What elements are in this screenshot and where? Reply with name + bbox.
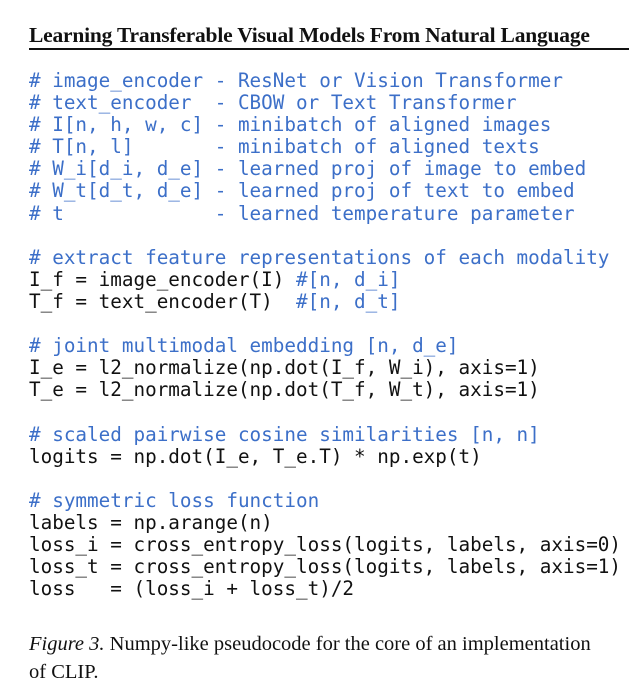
code-text: # W_i[d_i, d_e] - learned proj of image … bbox=[29, 157, 587, 181]
code-comment-line: # W_i[d_i, d_e] - learned proj of image … bbox=[29, 158, 621, 180]
code-text: loss_i = cross_entropy_loss(logits, labe… bbox=[29, 532, 622, 556]
code-line: loss_t = cross_entropy_loss(logits, labe… bbox=[29, 556, 621, 578]
code-text: # T[n, l] - minibatch of aligned texts bbox=[29, 135, 540, 159]
code-comment-line: # I[n, h, w, c] - minibatch of aligned i… bbox=[29, 114, 621, 136]
code-text: logits = np.dot(I_e, T_e.T) * np.exp(t) bbox=[29, 444, 482, 468]
code-inline-comment: #[n, d_i] bbox=[296, 267, 401, 291]
code-comment-line: # t - learned temperature parameter bbox=[29, 201, 621, 225]
code-inline-comment: #[n, d_t] bbox=[296, 289, 401, 313]
section-title: Learning Transferable Visual Models From… bbox=[29, 23, 590, 47]
code-text: # scaled pairwise cosine similarities [n… bbox=[29, 422, 540, 446]
code-line: labels = np.arange(n) bbox=[29, 510, 621, 534]
code-text: # t - learned temperature parameter bbox=[29, 201, 575, 225]
caption-text: Numpy-like pseudocode for the core of an… bbox=[29, 633, 591, 683]
code-blank-line bbox=[29, 401, 621, 423]
figure-label: Figure 3. bbox=[29, 633, 105, 655]
code-line: loss = (loss_i + loss_t)/2 bbox=[29, 578, 621, 600]
code-text: # W_t[d_t, d_e] - learned proj of text t… bbox=[29, 179, 575, 203]
code-comment-line: # W_t[d_t, d_e] - learned proj of text t… bbox=[29, 180, 621, 202]
code-blank-line bbox=[29, 225, 621, 247]
pseudocode-block: # image_encoder - ResNet or Vision Trans… bbox=[29, 69, 622, 600]
code-line: I_e = l2_normalize(np.dot(I_f, W_i), axi… bbox=[29, 357, 621, 379]
code-text: # image_encoder - ResNet or Vision Trans… bbox=[29, 69, 563, 92]
code-text: # symmetric loss function bbox=[29, 488, 320, 512]
code-line: T_f = text_encoder(T) #[n, d_t] bbox=[29, 289, 621, 313]
code-blank-line bbox=[29, 313, 621, 335]
code-text: # extract feature representations of eac… bbox=[29, 245, 610, 269]
code-text: # I[n, h, w, c] - minibatch of aligned i… bbox=[29, 113, 552, 137]
code-text: T_f = text_encoder(T) bbox=[29, 289, 296, 313]
code-line: logits = np.dot(I_e, T_e.T) * np.exp(t) bbox=[29, 444, 621, 468]
code-comment-line: # text_encoder - CBOW or Text Transforme… bbox=[29, 92, 621, 114]
code-comment-line: # T[n, l] - minibatch of aligned texts bbox=[29, 136, 621, 158]
code-comment-line: # extract feature representations of eac… bbox=[29, 245, 621, 269]
code-comment-line: # scaled pairwise cosine similarities [n… bbox=[29, 422, 621, 446]
code-text: loss_t = cross_entropy_loss(logits, labe… bbox=[29, 555, 622, 579]
code-text: I_f = image_encoder(I) bbox=[29, 267, 296, 291]
code-text: # joint multimodal embedding [n, d_e] bbox=[29, 334, 459, 358]
code-line: I_f = image_encoder(I) #[n, d_i] bbox=[29, 267, 621, 291]
code-comment-line: # symmetric loss function bbox=[29, 488, 621, 512]
code-text: loss = (loss_i + loss_t)/2 bbox=[29, 577, 355, 601]
code-text: labels = np.arange(n) bbox=[29, 510, 273, 534]
code-comment-line: # joint multimodal embedding [n, d_e] bbox=[29, 335, 621, 357]
code-blank-line bbox=[29, 468, 621, 490]
title-rule bbox=[29, 48, 629, 50]
code-text: # text_encoder - CBOW or Text Transforme… bbox=[29, 91, 517, 115]
code-text: T_e = l2_normalize(np.dot(T_f, W_t), axi… bbox=[29, 378, 540, 402]
code-text: I_e = l2_normalize(np.dot(I_f, W_i), axi… bbox=[29, 356, 540, 380]
code-comment-line: # image_encoder - ResNet or Vision Trans… bbox=[29, 69, 621, 92]
figure-caption: Figure 3. Numpy-like pseudocode for the … bbox=[29, 630, 609, 686]
code-line: loss_i = cross_entropy_loss(logits, labe… bbox=[29, 532, 622, 556]
code-line: T_e = l2_normalize(np.dot(T_f, W_t), axi… bbox=[29, 379, 621, 401]
